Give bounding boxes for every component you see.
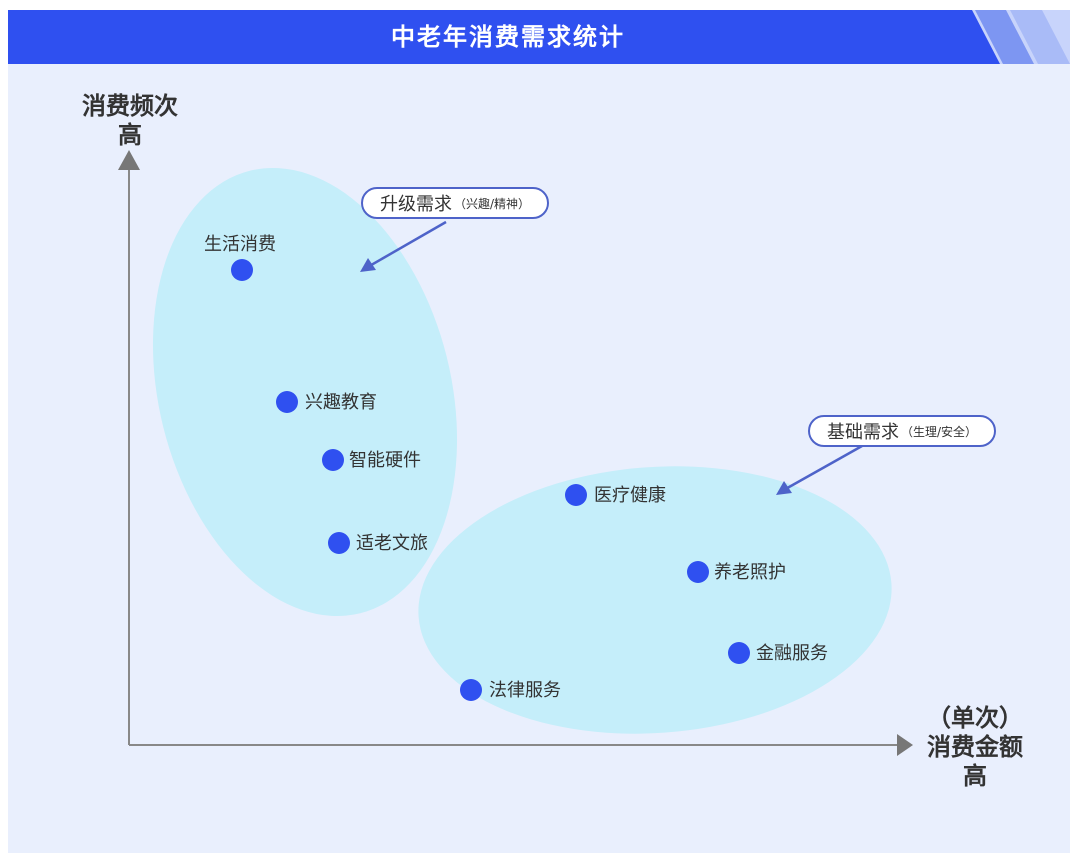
label-senior-travel: 适老文旅 — [356, 533, 428, 554]
callout-close-paren: ） — [965, 424, 978, 439]
x-axis-title: （单次） 消费金额 高 — [905, 704, 1045, 791]
label-financial-services: 金融服务 — [756, 643, 828, 664]
dot-senior-travel — [328, 532, 350, 554]
dot-elderly-care — [687, 561, 709, 583]
y-axis-title-line2: 高 — [118, 121, 142, 149]
y-axis — [118, 150, 140, 745]
x-axis — [129, 734, 913, 756]
label-medical-health: 医疗健康 — [594, 485, 666, 506]
label-interest-education: 兴趣教育 — [305, 392, 377, 413]
callout-open-paren: （ — [900, 424, 913, 439]
basic-callout-arrow — [776, 444, 863, 495]
x-axis-title-line3: 高 — [963, 762, 987, 790]
callout-main-label: 基础需求 — [826, 422, 899, 443]
page-title: 中老年消费需求统计 — [391, 23, 625, 51]
callout-close-paren: ） — [518, 196, 531, 211]
dot-financial-services — [728, 642, 750, 664]
dot-smart-hardware — [322, 449, 344, 471]
x-axis-title-line2: 消费金额 — [927, 733, 1023, 761]
upgrade-needs-ellipse — [152, 167, 458, 617]
callout-sub-label: 生理/安全 — [912, 424, 966, 439]
dot-interest-education — [276, 391, 298, 413]
y-axis-title-line1: 消费频次 — [82, 92, 178, 120]
y-axis-title: 消费频次 高 — [70, 92, 190, 150]
dot-life-consumption — [231, 259, 253, 281]
dot-medical-health — [565, 484, 587, 506]
basic-needs-callout: 基础需求（生理/安全） — [808, 415, 996, 447]
label-life-consumption: 生活消费 — [204, 234, 276, 255]
label-legal-services: 法律服务 — [489, 680, 561, 701]
label-smart-hardware: 智能硬件 — [349, 450, 421, 471]
basic-needs-ellipse — [418, 466, 892, 734]
callout-sub-label: 兴趣/精神 — [465, 196, 519, 211]
callout-open-paren: （ — [453, 196, 466, 211]
label-elderly-care: 养老照护 — [714, 562, 786, 583]
upgrade-callout-arrow — [360, 220, 447, 272]
dot-legal-services — [460, 679, 482, 701]
callout-main-label: 升级需求 — [379, 194, 452, 215]
upgrade-needs-callout: 升级需求（兴趣/精神） — [361, 187, 549, 219]
header-bar — [8, 10, 1070, 64]
x-axis-title-line1: （单次） — [927, 704, 1023, 732]
